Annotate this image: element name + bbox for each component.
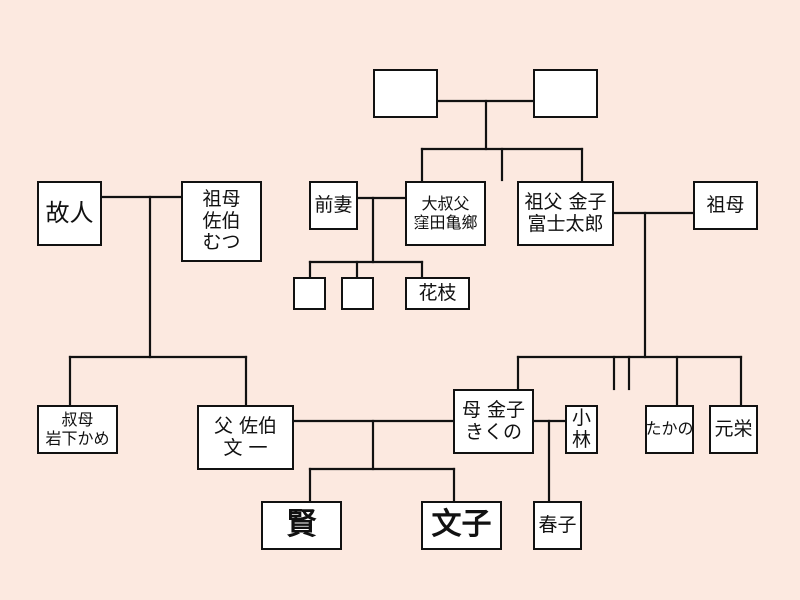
- grandfather-line-1: 祖父 金子: [524, 190, 607, 213]
- great-grandparent-left-box: [373, 69, 438, 118]
- paternal-grandmother-line-2: 佐伯: [202, 209, 241, 232]
- deceased-box: 故人: [37, 181, 102, 246]
- mother-line-1: 母 金子: [461, 398, 526, 421]
- hanae-label: 花枝: [418, 281, 457, 304]
- great-grandparent-right-box: [533, 69, 598, 118]
- maternal-grandmother-label: 祖母: [706, 193, 745, 216]
- father-line-1: 父 佐伯: [213, 414, 278, 437]
- takano-box: たかの: [645, 405, 694, 454]
- aunt-line-2: 岩下かめ: [45, 428, 110, 448]
- father-box: 父 佐伯 文 一: [197, 405, 294, 470]
- deceased-label: 故人: [45, 198, 94, 227]
- takano-label: たかの: [645, 419, 694, 439]
- maternal-grandmother-box: 祖母: [693, 181, 758, 230]
- ken-box: 賢: [261, 501, 342, 550]
- fumiko-box: 文子: [421, 501, 502, 550]
- kobayashi-box: 小 林: [565, 405, 598, 454]
- child-a-box: [293, 277, 326, 310]
- child-b-box: [341, 277, 374, 310]
- paternal-grandmother-line-3: むつ: [202, 231, 241, 254]
- fumiko-label: 文子: [431, 507, 492, 543]
- aunt-line-1: 叔母: [61, 410, 94, 430]
- ken-label: 賢: [286, 507, 317, 543]
- haruko-label: 春子: [538, 513, 577, 536]
- motoei-box: 元栄: [709, 405, 758, 454]
- aunt-box: 叔母 岩下かめ: [37, 405, 118, 454]
- great-uncle-line-2: 窪田亀鄉: [413, 212, 478, 232]
- paternal-grandmother-line-1: 祖母: [202, 187, 241, 210]
- paternal-grandmother-box: 祖母 佐伯 むつ: [181, 181, 262, 262]
- motoei-label: 元栄: [714, 417, 753, 440]
- father-line-2: 文 一: [223, 436, 268, 459]
- haruko-box: 春子: [533, 501, 582, 550]
- mother-box: 母 金子 きくの: [453, 389, 534, 454]
- grandfather-box: 祖父 金子 富士太郎: [517, 181, 614, 246]
- hanae-box: 花枝: [405, 277, 470, 310]
- grandfather-line-2: 富士太郎: [527, 212, 604, 235]
- kobayashi-line-1: 小: [571, 406, 591, 429]
- former-wife-box: 前妻: [309, 181, 358, 230]
- mother-line-2: きくの: [464, 420, 522, 443]
- great-uncle-line-1: 大叔父: [421, 194, 470, 214]
- great-uncle-box: 大叔父 窪田亀鄉: [405, 181, 486, 246]
- kobayashi-line-2: 林: [571, 428, 591, 451]
- former-wife-label: 前妻: [314, 193, 353, 216]
